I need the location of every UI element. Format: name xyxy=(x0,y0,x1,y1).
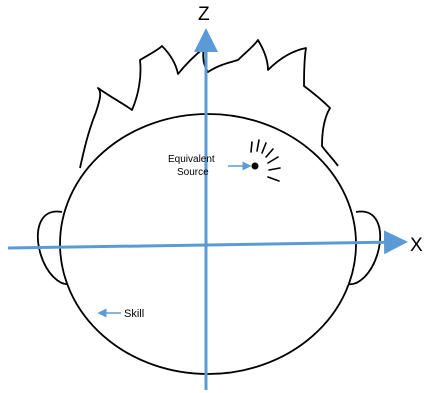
source-label-line2: Source xyxy=(177,167,209,178)
x-axis-label: X xyxy=(410,235,423,256)
source-label-line1: Equivalent xyxy=(168,154,215,165)
skull-label: Skill xyxy=(124,308,144,320)
z-axis-label: Z xyxy=(198,4,210,25)
source-dot xyxy=(252,163,259,170)
